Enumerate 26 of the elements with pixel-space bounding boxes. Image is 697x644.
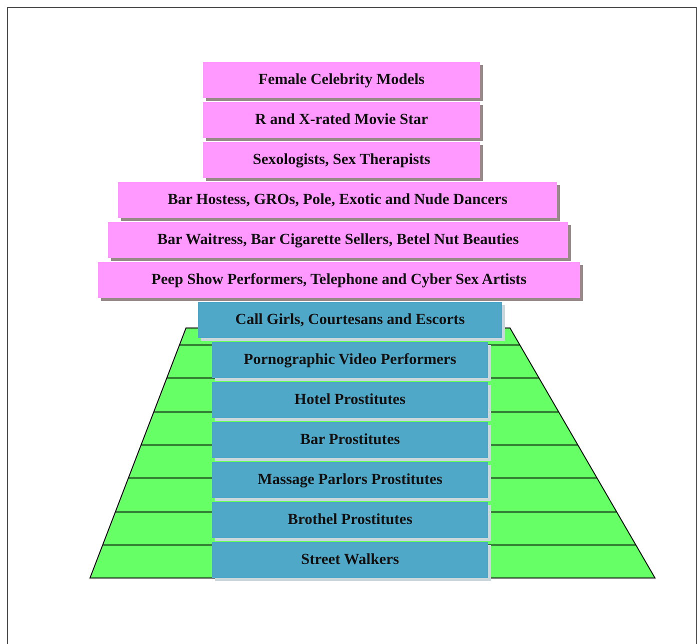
tier-label: Bar Hostess, GROs, Pole, Exotic and Nude Dancers <box>168 191 508 209</box>
tier-label: Peep Show Performers, Telephone and Cyber Sex Artists <box>151 271 527 289</box>
base-tier-box <box>212 502 488 538</box>
tier-label: Bar Prostitutes <box>300 431 400 449</box>
base-tier-box <box>212 342 488 378</box>
base-tier-box <box>212 542 488 578</box>
tier-box <box>203 62 480 98</box>
tier-label: R and X-rated Movie Star <box>254 111 428 129</box>
tier-label: Female Celebrity Models <box>258 71 425 89</box>
tier-box <box>203 102 480 138</box>
tier-label: Massage Parlors Prostitutes <box>258 471 442 489</box>
tier-box <box>203 142 480 178</box>
tier-box <box>98 262 580 298</box>
tier-box <box>118 182 557 218</box>
tier-label: Sexologists, Sex Therapists <box>252 151 430 169</box>
tier-label: Brothel Prostitutes <box>288 511 412 529</box>
base-tier-box <box>198 302 502 338</box>
tier-label: Pornographic Video Performers <box>244 351 456 369</box>
tier-box <box>108 222 568 258</box>
base-tier-box <box>212 382 488 418</box>
base-tier-box <box>212 422 488 458</box>
tier-label: Hotel Prostitutes <box>294 391 406 409</box>
base-tier-box <box>212 462 488 498</box>
tier-label: Call Girls, Courtesans and Escorts <box>235 311 465 329</box>
tier-label: Bar Waitress, Bar Cigarette Sellers, Betel Nut Beauties <box>157 231 519 249</box>
tier-label: Street Walkers <box>300 551 399 569</box>
